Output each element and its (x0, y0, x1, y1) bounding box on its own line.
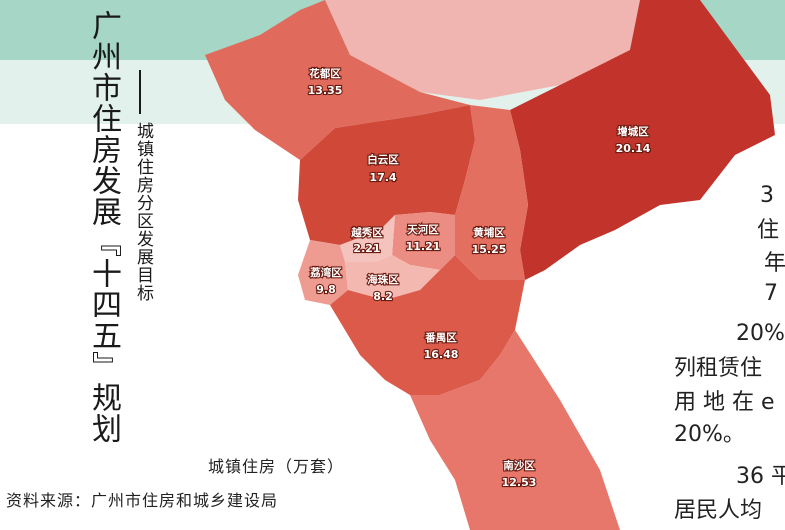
district-label-huangpu: 黄埔区 (473, 226, 505, 239)
article-line-10: 居民人均 (674, 498, 763, 523)
district-value-huadu: 13.35 (308, 84, 343, 97)
article-line-9: 36 平 (736, 464, 785, 489)
district-area-zengcheng (510, 0, 775, 280)
article-line-8: 20%。 (674, 422, 745, 447)
district-area-huangpu (455, 105, 528, 280)
source-note: 资料来源：广州市住房和城乡建设局 (6, 491, 279, 510)
subtitle-dash (139, 70, 141, 114)
district-label-liwan: 荔湾区 (309, 266, 342, 279)
district-label-haizhu: 海珠区 (367, 273, 399, 286)
district-area-huadu (205, 0, 470, 160)
legend-unit-label: 城镇住房（万套） (208, 457, 345, 476)
district-value-tianhe: 11.21 (406, 240, 441, 253)
district-area-tianhe (392, 212, 455, 270)
district-area-yuexiu (340, 215, 395, 262)
district-label-zengcheng: 增城区 (617, 125, 649, 138)
district-value-huangpu: 15.25 (472, 243, 507, 256)
district-label-huadu: 花都区 (309, 67, 341, 80)
article-line-5: 20% (736, 321, 785, 346)
district-value-panyu: 16.48 (424, 348, 459, 361)
district-area-nansha (410, 330, 620, 530)
district-area-liwan (298, 240, 348, 305)
article-line-3: 年 (764, 251, 785, 276)
page-subtitle: 城镇住房分区发展目标 (133, 122, 153, 302)
district-value-nansha: 12.53 (502, 476, 537, 489)
article-line-1: 3 (760, 183, 774, 208)
district-label-nansha: 南沙区 (503, 459, 535, 472)
district-value-yuexiu: 2.21 (353, 242, 380, 255)
district-value-zengcheng: 20.14 (616, 142, 651, 155)
article-line-4: 7 (764, 281, 778, 306)
district-value-baiyun: 17.4 (369, 171, 396, 184)
article-line-6: 列租赁住 (674, 356, 763, 381)
district-area-conghua (325, 0, 640, 100)
district-label-tianhe: 天河区 (407, 224, 439, 236)
district-label-yuexiu: 越秀区 (350, 226, 383, 239)
article-line-7: 用 地 在 e (674, 390, 775, 415)
district-area-haizhu (345, 255, 440, 300)
district-area-baiyun (298, 105, 475, 245)
district-value-haizhu: 8.2 (373, 290, 393, 303)
district-area-panyu (330, 255, 525, 395)
page-title: 广州市住房发展『十四五』规划 (86, 10, 121, 444)
district-label-panyu: 番禺区 (424, 331, 457, 344)
article-line-2: 住 (757, 218, 780, 243)
district-value-liwan: 9.8 (316, 283, 336, 296)
district-label-baiyun: 白云区 (367, 153, 399, 166)
